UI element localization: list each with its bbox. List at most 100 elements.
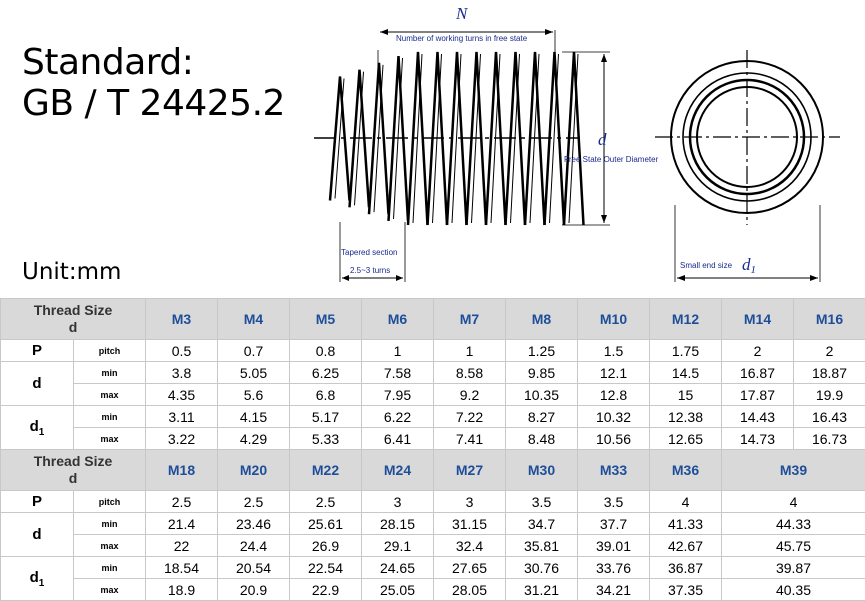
size-header: M33 <box>578 450 650 491</box>
table-row: max 22 24.4 26.9 29.1 32.4 35.81 39.01 4… <box>1 535 865 557</box>
size-header: M14 <box>722 299 794 340</box>
d1-max-value: 18.9 <box>146 579 218 601</box>
thread-size-header: Thread Size d <box>1 299 146 340</box>
d1-min-value: 39.87 <box>722 557 865 579</box>
d-min-value: 23.46 <box>218 513 290 535</box>
d-max-value: 26.9 <box>290 535 362 557</box>
d1-max-value: 3.22 <box>146 428 218 450</box>
label-d: d <box>598 130 607 149</box>
pitch-value: 4 <box>722 491 865 513</box>
pitch-value: 2 <box>722 340 794 362</box>
table-row: max 3.22 4.29 5.33 6.41 7.41 8.48 10.56 … <box>1 428 865 450</box>
size-header: M22 <box>290 450 362 491</box>
insert-end-view <box>655 50 840 282</box>
pitch-value: 2.5 <box>146 491 218 513</box>
d-max-value: 29.1 <box>362 535 434 557</box>
pitch-value: 1.25 <box>506 340 578 362</box>
d-max-value: 19.9 <box>794 384 865 406</box>
d1-max-value: 22.9 <box>290 579 362 601</box>
d-max-value: 45.75 <box>722 535 865 557</box>
tapered-turns-label: 2.5~3 turns <box>350 266 390 275</box>
d1-max-value: 31.21 <box>506 579 578 601</box>
d-max-value: 22 <box>146 535 218 557</box>
d-min-value: 12.1 <box>578 362 650 384</box>
table-row: d1 min 3.11 4.15 5.17 6.22 7.22 8.27 10.… <box>1 406 865 428</box>
size-header: M6 <box>362 299 434 340</box>
d1-min-value: 5.17 <box>290 406 362 428</box>
d-min-value: 16.87 <box>722 362 794 384</box>
d-min-value: 8.58 <box>434 362 506 384</box>
small-end-size-label: Small end size <box>680 261 733 270</box>
pitch-value: 2 <box>794 340 865 362</box>
d-max-value: 4.35 <box>146 384 218 406</box>
d-min-value: 34.7 <box>506 513 578 535</box>
max-sub-label: max <box>74 384 146 406</box>
spec-table-small-sizes: Thread Size d M3 M4 M5 M6 M7 M8 M10 M12 … <box>0 298 865 450</box>
d1-max-value: 12.65 <box>650 428 722 450</box>
pitch-sub-label: pitch <box>74 491 146 513</box>
d1-min-value: 16.43 <box>794 406 865 428</box>
min-sub-label: min <box>74 557 146 579</box>
d-min-value: 3.8 <box>146 362 218 384</box>
size-header: M5 <box>290 299 362 340</box>
d-max-value: 15 <box>650 384 722 406</box>
d1-row-label: d1 <box>1 406 74 450</box>
d-min-value: 44.33 <box>722 513 865 535</box>
size-header: M7 <box>434 299 506 340</box>
d-row-label: d <box>1 513 74 557</box>
min-sub-label: min <box>74 406 146 428</box>
table-row: max 4.35 5.6 6.8 7.95 9.2 10.35 12.8 15 … <box>1 384 865 406</box>
d-min-value: 21.4 <box>146 513 218 535</box>
d1-max-value: 6.41 <box>362 428 434 450</box>
d1-min-value: 27.65 <box>434 557 506 579</box>
d-min-value: 28.15 <box>362 513 434 535</box>
d1-max-value: 8.48 <box>506 428 578 450</box>
pitch-value: 2.5 <box>290 491 362 513</box>
size-header: M4 <box>218 299 290 340</box>
d-max-value: 7.95 <box>362 384 434 406</box>
d-max-value: 17.87 <box>722 384 794 406</box>
d-min-value: 37.7 <box>578 513 650 535</box>
d1-max-value: 5.33 <box>290 428 362 450</box>
d-min-value: 7.58 <box>362 362 434 384</box>
d1-max-value: 34.21 <box>578 579 650 601</box>
d-max-value: 6.8 <box>290 384 362 406</box>
size-header: M8 <box>506 299 578 340</box>
d-min-value: 6.25 <box>290 362 362 384</box>
min-sub-label: min <box>74 513 146 535</box>
d1-max-value: 7.41 <box>434 428 506 450</box>
pitch-value: 0.7 <box>218 340 290 362</box>
d-min-value: 9.85 <box>506 362 578 384</box>
table-row: d1 min 18.54 20.54 22.54 24.65 27.65 30.… <box>1 557 865 579</box>
d-max-value: 39.01 <box>578 535 650 557</box>
d1-min-value: 4.15 <box>218 406 290 428</box>
table-row: Thread Size d M18 M20 M22 M24 M27 M30 M3… <box>1 450 865 491</box>
min-sub-label: min <box>74 362 146 384</box>
d-max-value: 24.4 <box>218 535 290 557</box>
d-min-value: 25.61 <box>290 513 362 535</box>
d-min-value: 41.33 <box>650 513 722 535</box>
size-header: M18 <box>146 450 218 491</box>
d1-min-value: 3.11 <box>146 406 218 428</box>
pitch-value: 1 <box>362 340 434 362</box>
pitch-value: 2.5 <box>218 491 290 513</box>
label-n: N <box>455 4 469 23</box>
pitch-value: 1 <box>434 340 506 362</box>
d1-min-value: 36.87 <box>650 557 722 579</box>
d1-max-value: 16.73 <box>794 428 865 450</box>
size-header: M3 <box>146 299 218 340</box>
table-row: d min 21.4 23.46 25.61 28.15 31.15 34.7 … <box>1 513 865 535</box>
d-min-value: 18.87 <box>794 362 865 384</box>
d1-max-value: 4.29 <box>218 428 290 450</box>
d1-max-value: 25.05 <box>362 579 434 601</box>
d1-max-value: 20.9 <box>218 579 290 601</box>
outer-diameter-label: Free State Outer Diameter <box>564 155 659 164</box>
pitch-value: 4 <box>650 491 722 513</box>
size-header: M30 <box>506 450 578 491</box>
pitch-value: 3.5 <box>578 491 650 513</box>
max-sub-label: max <box>74 579 146 601</box>
d-max-value: 32.4 <box>434 535 506 557</box>
pitch-value: 1.75 <box>650 340 722 362</box>
pitch-value: 3 <box>434 491 506 513</box>
d-max-value: 12.8 <box>578 384 650 406</box>
